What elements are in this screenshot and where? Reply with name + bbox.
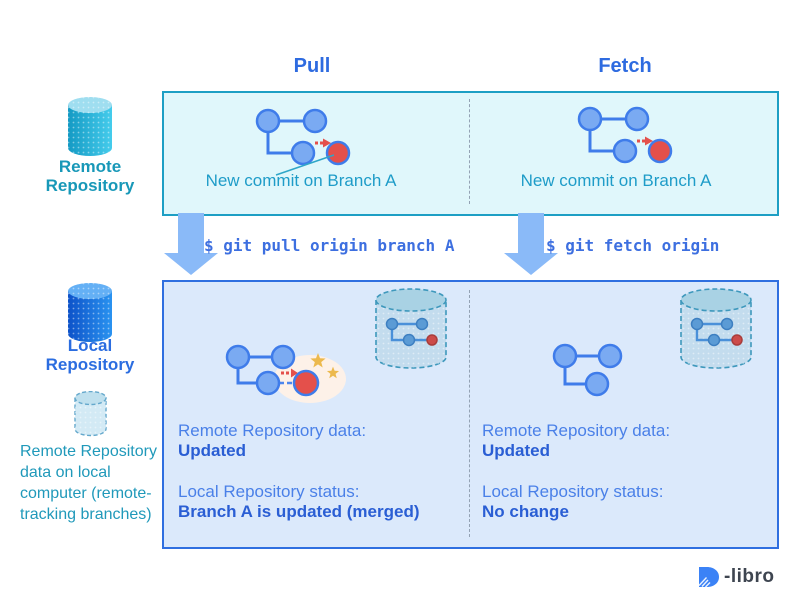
caption-fetch: New commit on Branch A [520,171,712,190]
remote-data-label: Remote Repository data: [178,421,367,440]
mini-commit-node [720,317,734,331]
new-commit-node [647,138,673,164]
commit-node [552,343,578,369]
local-status-label: Local Repository status: [178,482,360,501]
tracked-data-cylinder-fetch-icon [680,288,752,369]
local-repository-cylinder-icon [68,283,112,342]
column-header-pull: Pull [293,55,331,77]
commit-node [624,106,650,132]
caption-pull: New commit on Branch A [205,171,397,190]
commit-graph-pull-remote [255,108,351,166]
local-repository-label-line1: Local [67,336,113,355]
tracked-data-cylinder-pull-icon [375,288,447,369]
commit-node [270,344,296,370]
mini-commit-node [707,333,721,347]
commit-node [612,138,638,164]
result-text-pull: Remote Repository data: Updated Local Re… [178,421,478,522]
remote-repository-label-line1: Remote [58,157,122,176]
local-status-label: Local Repository status: [482,482,664,501]
remote-repository-label-line2: Repository [45,176,135,195]
mini-commit-node [402,333,416,347]
commit-node [577,106,603,132]
commit-node [597,343,623,369]
mini-commit-node [690,317,704,331]
star-icon [326,366,340,379]
mini-commit-node [385,317,399,331]
mini-commit-node [415,317,429,331]
dlibro-logo: -libro [696,565,775,589]
pull-down-arrow-icon [164,213,218,275]
commit-node [302,108,328,134]
commit-node [255,108,281,134]
dlibro-logo-text: -libro [724,566,775,587]
commit-graph-fetch-local [552,343,623,397]
new-commit-node [325,140,351,166]
mini-new-commit-node [731,334,743,346]
remote-data-label: Remote Repository data: [482,421,671,440]
local-status-value: Branch A is updated (merged) [178,502,420,521]
remote-repository-cylinder-icon [68,97,112,156]
remote-data-value: Updated [482,441,550,460]
local-panel [162,280,779,549]
result-text-fetch: Remote Repository data: Updated Local Re… [482,421,782,522]
commit-node [225,344,251,370]
local-status-value: No change [482,502,569,521]
mini-new-commit-node [426,334,438,346]
commit-graph-fetch-remote [577,106,673,164]
star-icon [310,353,326,368]
merge-arrowhead-icon [291,368,298,378]
new-commit-arrowhead-icon [323,138,331,148]
tracking-cylinder-icon [74,391,107,437]
local-panel-divider [469,290,470,537]
pull-command: $ git pull origin branch A [204,236,455,255]
dlibro-logo-icon [698,567,719,588]
remote-panel-divider [469,99,470,204]
callout-line [275,154,335,176]
commit-node [255,370,281,396]
fetch-command: $ git fetch origin [546,236,720,255]
merged-commit-node [292,369,320,397]
commit-node [290,140,316,166]
remote-repository-label: Remote Repository [15,157,165,195]
local-repository-label-line2: Repository [45,355,135,374]
column-header-fetch: Fetch [598,55,652,77]
local-repository-label: Local Repository [15,336,165,374]
remote-data-value: Updated [178,441,246,460]
commit-node [584,371,610,397]
commit-graph-pull-local [225,344,346,403]
fetch-down-arrow-icon [504,213,558,275]
new-commit-arrowhead-icon [645,136,653,146]
tracking-note: Remote Repository data on local computer… [20,443,157,523]
